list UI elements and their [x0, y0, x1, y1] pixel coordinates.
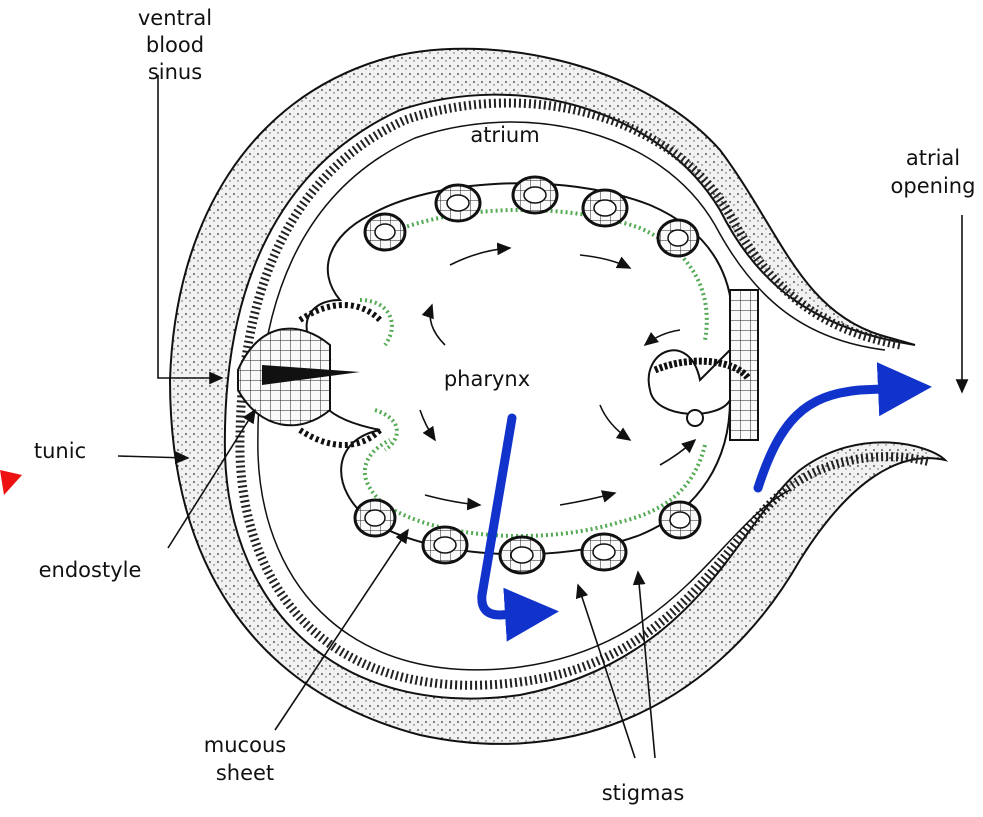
stigma [660, 502, 700, 538]
ventral-blood-sinus-label-line1: ventral [138, 6, 212, 30]
ventral-blood-sinus-label-line3: sinus [148, 60, 202, 84]
stigma [583, 190, 627, 226]
stigma [500, 537, 544, 573]
stigma [513, 177, 557, 213]
atrium-label: atrium [470, 123, 539, 147]
atrial-opening-label-line1: atrial [906, 146, 960, 170]
stigma [582, 534, 626, 570]
tunic-label: tunic [34, 439, 86, 463]
atrial-opening-label-line2: opening [891, 174, 976, 198]
mucous-sheet-label-line1: mucous [204, 733, 286, 757]
stigma [355, 500, 395, 536]
endostyle-label: endostyle [39, 558, 142, 582]
ventral-blood-sinus-label-line2: blood [146, 33, 204, 57]
stigmas-label: stigmas [602, 781, 685, 805]
stigma [365, 214, 405, 250]
pharynx-label: pharynx [444, 367, 530, 391]
stigma [423, 527, 467, 563]
stigma [658, 220, 698, 256]
stigma [436, 185, 480, 221]
mucous-sheet-label-line2: sheet [216, 761, 274, 785]
red-pointer-arrow [0, 470, 22, 495]
